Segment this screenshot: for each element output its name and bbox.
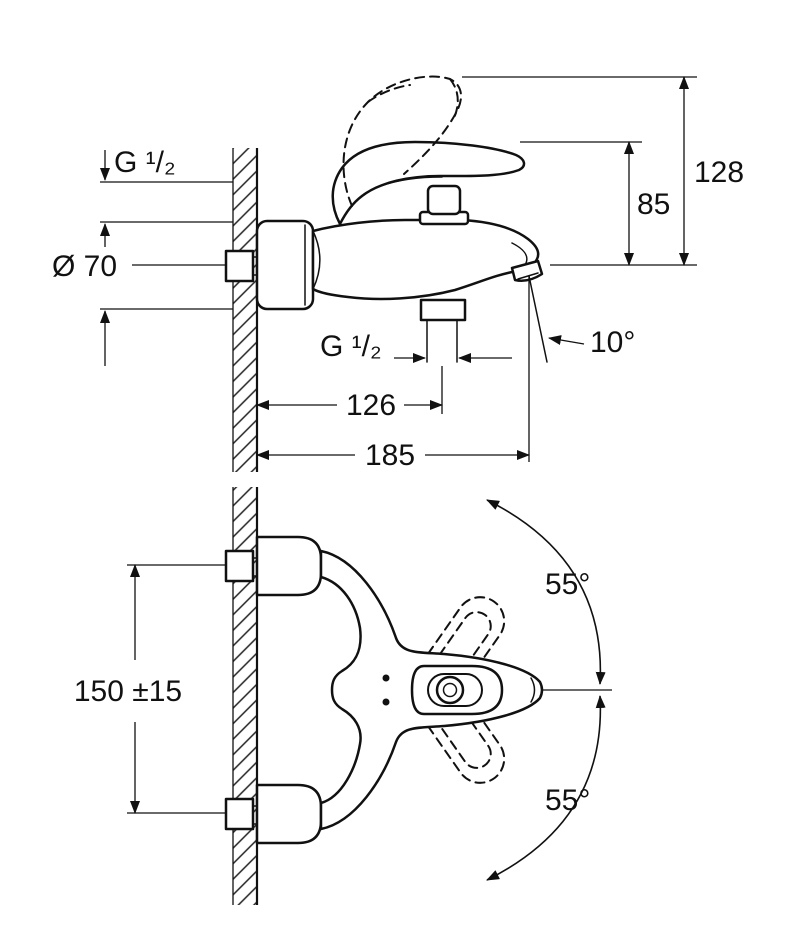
escutcheon-lower-plan [255,783,323,845]
swivel-upper-label: 55° [545,568,590,601]
dim-thread-top: G ¹/₂ [100,146,233,247]
handle-solid [331,140,526,226]
thread-bottom-label: G ¹/₂ [320,330,382,363]
overall-height-label: 128 [694,156,744,189]
side-view: G ¹/₂ Ø 70 128 85 10° [52,75,744,472]
swivel-lower-label: 55° [545,784,590,817]
mounting-nut-lower [224,797,258,831]
escutcheon-upper-plan [255,535,323,597]
plan-view: 150 ±15 [74,487,612,905]
swivel-arc-upper: 55° [486,499,606,685]
dim-projection-inner: 126 [256,366,443,422]
inlet-nut-side [224,249,258,283]
spout-angle-label: 10° [590,326,635,359]
dim-projection-overall: 185 [256,439,530,472]
mounting-distance-label: 150 ±15 [74,675,182,708]
dim-handle-height: 85 [520,141,670,266]
thread-top-label: G ¹/₂ [114,146,176,179]
projection-inner-label: 126 [346,389,396,422]
wall-section-plan [232,487,259,905]
wall-section-side [232,148,259,472]
mounting-nut-upper [224,549,258,583]
dim-mounting-distance: 150 ±15 [74,564,226,814]
dim-overall-height: 128 [462,76,744,266]
dim-diameter: Ø 70 [52,250,233,366]
dim-spout-angle: 10° [528,275,635,462]
shower-outlet [419,298,467,363]
handle-height-label: 85 [637,188,670,221]
handle-raised-dashed [342,75,463,207]
projection-overall-label: 185 [365,439,415,472]
handle-plan [410,664,504,716]
diameter-label: Ø 70 [52,250,117,283]
diverter-knob [418,184,470,226]
escutcheon-side [255,219,315,311]
dim-thread-bottom: G ¹/₂ [320,330,512,363]
body-index-dot-upper [382,674,390,682]
faucet-body-side [311,218,540,301]
swivel-arc-lower: 55° [486,695,606,881]
body-index-dot-lower [382,698,390,706]
